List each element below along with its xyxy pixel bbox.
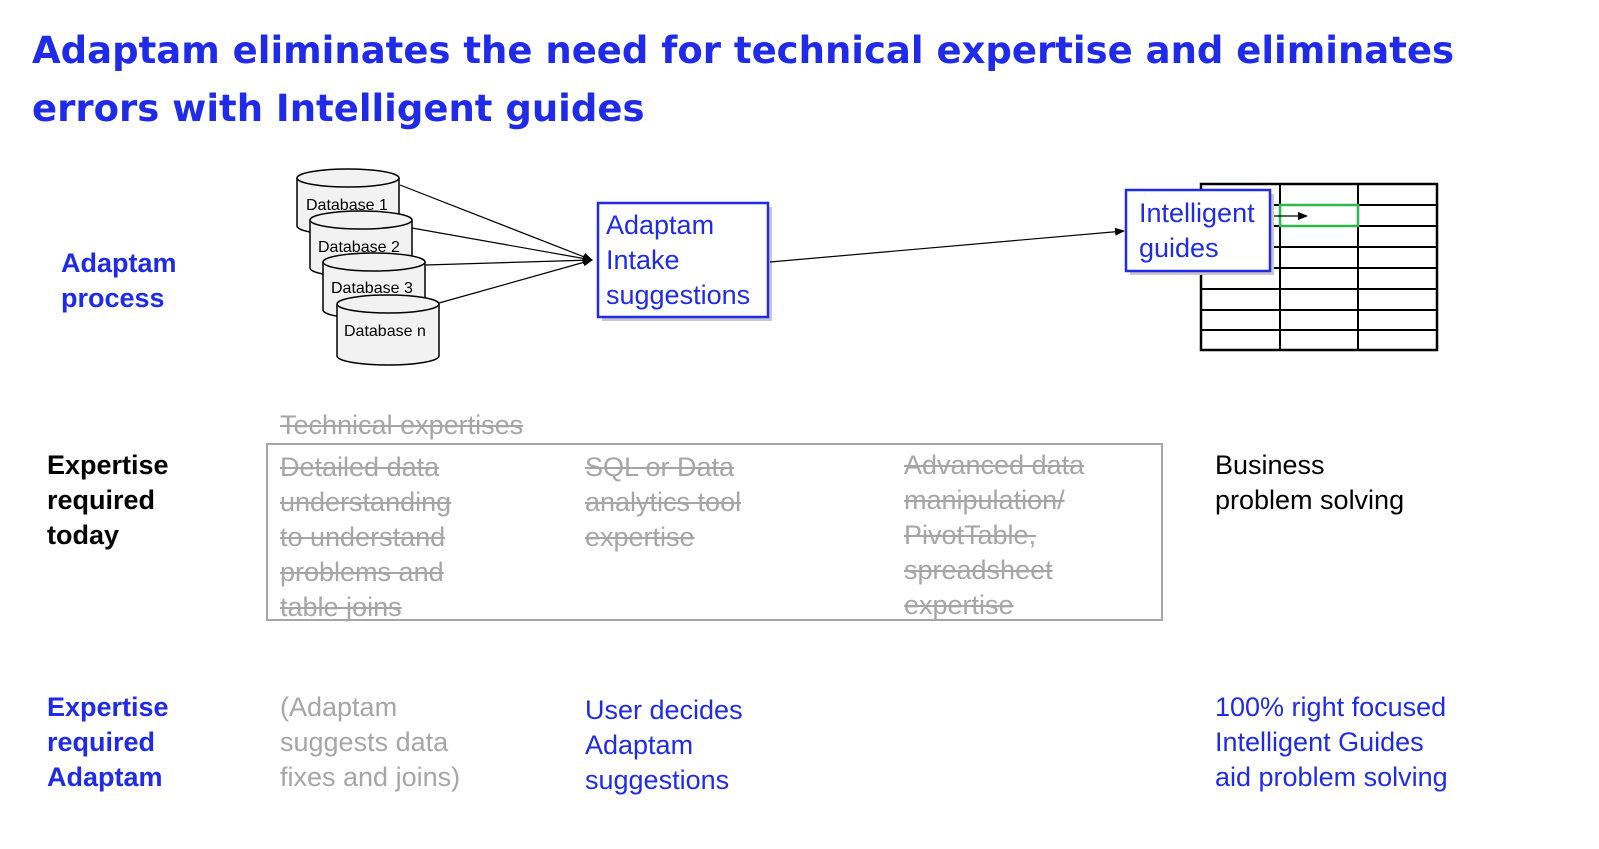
database-2-label: Database 2 <box>318 239 400 256</box>
today-col3-advanced-data: Advanced data manipulation/ PivotTable, … <box>904 450 1085 620</box>
guides-box-label: Intelligent guides <box>1139 198 1255 263</box>
row-label-expertise-today: Expertise required today <box>47 450 169 550</box>
database-1-label: Database 1 <box>306 197 388 214</box>
arrow-db1-to-intake <box>399 184 593 261</box>
today-col4-business: Business problem solving <box>1215 450 1405 515</box>
guides-box <box>1124 188 1272 273</box>
arrow-db2-to-intake <box>411 227 593 263</box>
intake-box <box>596 201 770 319</box>
adaptam-col2-user-decides: User decides Adaptam suggestions <box>585 695 743 795</box>
technical-expertise-frame <box>266 443 1163 621</box>
today-col2-sql: SQL or Data analytics tool expertise <box>585 452 742 552</box>
today-col1-detailed-data: Detailed data understanding to understan… <box>280 452 452 622</box>
arrow-db3-to-intake <box>424 256 593 266</box>
adaptam-col1-suggests: (Adaptam suggests data fixes and joins) <box>280 692 461 792</box>
database-n-cylinder: Database n <box>336 294 440 366</box>
arrow-intake-to-guides <box>769 227 1125 263</box>
database-3-label: Database 3 <box>331 280 413 297</box>
adaptam-col4-intelligent-guides: 100% right focused Intelligent Guides ai… <box>1215 692 1448 792</box>
intake-box-label: Adaptam Intake suggestions <box>606 210 751 310</box>
technical-expertises-label: Technical expertises <box>280 410 524 440</box>
row-label-process: Adaptam process <box>61 248 177 313</box>
page-title: Adaptam eliminates the need for technica… <box>32 29 1455 130</box>
arrow-dbn-to-intake <box>438 258 593 304</box>
database-n-label: Database n <box>344 323 426 340</box>
row-label-expertise-adaptam: Expertise required Adaptam <box>47 692 169 792</box>
